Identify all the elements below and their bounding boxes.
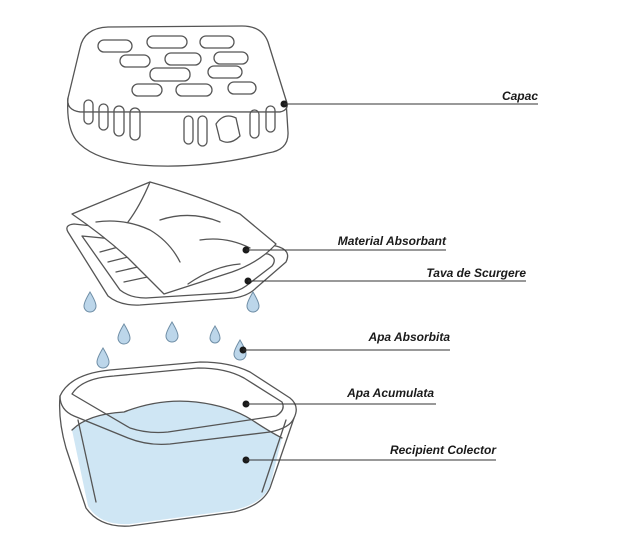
leader-capac: [280, 100, 538, 108]
water-drops: [83, 291, 260, 369]
leader-recipient-colector: [242, 456, 496, 464]
water-drop-icon: [165, 321, 179, 343]
water-drop-icon: [246, 291, 260, 313]
leader-material-absorbant: [242, 246, 446, 254]
leader-apa-absorbita: [239, 346, 450, 354]
label-capac: Capac: [502, 89, 538, 103]
label-recipient-colector: Recipient Colector: [390, 443, 497, 457]
water-drop-icon: [117, 323, 131, 345]
lid-icon: [67, 25, 289, 167]
water-drop-icon: [96, 347, 110, 369]
label-apa-absorbita: Apa Absorbita: [367, 330, 450, 344]
leader-apa-acumulata: [242, 400, 436, 408]
water-drop-icon: [83, 291, 97, 313]
water-drop-icon: [209, 325, 221, 344]
label-material-absorbant: Material Absorbant: [338, 234, 447, 248]
collector-container-icon: [58, 361, 297, 527]
leader-tava-de-scurgere: [244, 277, 526, 285]
label-tava-de-scurgere: Tava de Scurgere: [426, 266, 526, 280]
accumulated-water: [72, 401, 282, 525]
label-apa-acumulata: Apa Acumulata: [346, 386, 434, 400]
absorbent-pad-icon: [71, 181, 277, 295]
